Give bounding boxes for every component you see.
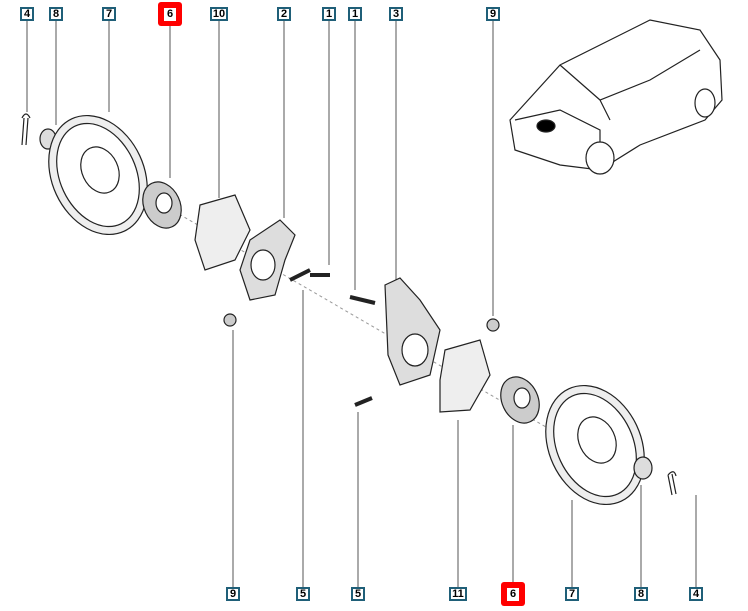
callout-2-top[interactable]: 2 — [277, 7, 291, 21]
callout-7-top[interactable]: 7 — [102, 7, 116, 21]
callout-6-bottom-highlighted[interactable]: 6 — [501, 582, 525, 606]
dust-shield-right — [439, 339, 491, 413]
split-pin-right — [667, 471, 677, 496]
leader-lines — [26, 21, 697, 587]
callout-4-top[interactable]: 4 — [20, 7, 34, 21]
callout-4-bottom[interactable]: 4 — [689, 587, 703, 601]
callout-9-top[interactable]: 9 — [486, 7, 500, 21]
callout-6-label: 6 — [507, 588, 519, 601]
callout-10-top[interactable]: 10 — [210, 7, 228, 21]
callout-8-top[interactable]: 8 — [49, 7, 63, 21]
steering-knuckle-right — [384, 277, 441, 386]
dust-shield-left — [194, 194, 251, 271]
callout-3-top[interactable]: 3 — [389, 7, 403, 21]
bolt-5-right — [354, 396, 373, 407]
nut-9-right — [486, 318, 500, 332]
bolt-1-right — [349, 295, 376, 305]
callout-11-bottom[interactable]: 11 — [449, 587, 467, 601]
callout-5-bottom-b[interactable]: 5 — [351, 587, 365, 601]
location-marker — [536, 119, 556, 133]
split-pin-left — [21, 113, 31, 146]
callout-1-top-a[interactable]: 1 — [322, 7, 336, 21]
callout-6-top-highlighted[interactable]: 6 — [158, 2, 182, 26]
callout-1-top-b[interactable]: 1 — [348, 7, 362, 21]
parts — [21, 113, 677, 506]
callout-5-bottom-a[interactable]: 5 — [296, 587, 310, 601]
bolt-5-left — [289, 268, 311, 282]
hub-nut-right — [633, 456, 653, 480]
callout-9-bottom[interactable]: 9 — [226, 587, 240, 601]
callout-6-label: 6 — [164, 8, 176, 21]
vehicle-locator-illustration — [509, 19, 723, 175]
callout-8-bottom[interactable]: 8 — [634, 587, 648, 601]
nut-9-left — [223, 313, 237, 327]
callout-7-bottom[interactable]: 7 — [565, 587, 579, 601]
